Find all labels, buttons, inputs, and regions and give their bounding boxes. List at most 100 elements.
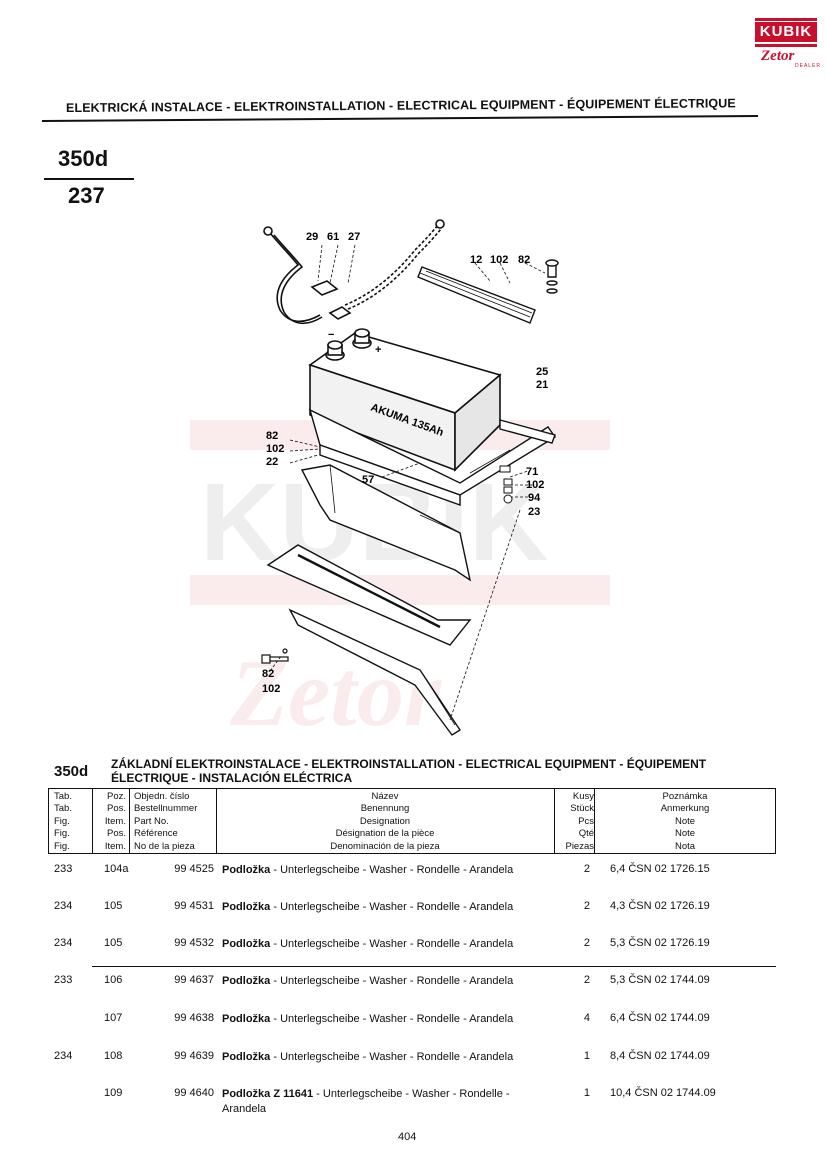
callout-12: 12 [470, 254, 482, 266]
row-note: 6,4 ČSN 02 1744.09 [610, 1012, 710, 1024]
page-number: 404 [398, 1131, 417, 1143]
header-bottom-rule [48, 853, 776, 854]
table-row: 234 105 99 4531 Podložka - Unterlegschei… [0, 900, 826, 936]
row-pos: 104a [104, 863, 129, 875]
header-cell: Tab. [54, 791, 72, 802]
row-tab: 234 [54, 937, 73, 949]
callout-82-left: 82 [266, 430, 278, 442]
row-part-number: 99 4532 [174, 937, 214, 949]
header-name-column: Název Benennung Designation Désignation … [218, 791, 552, 853]
row-name-bold: Podložka Z 11641 [222, 1088, 314, 1100]
row-note: 10,4 ČSN 02 1744.09 [610, 1087, 716, 1099]
callout-29: 29 [306, 231, 318, 243]
row-tab: 234 [54, 900, 73, 912]
header-cell: Note [674, 828, 696, 840]
header-pos-column: Poz. Pos. Item. Pos. Item. [102, 791, 126, 853]
section-title-line-1: ZÁKLADNÍ ELEKTROINSTALACE - ELEKTROINSTA… [111, 757, 707, 771]
row-name-rest: - Unterlegscheibe - Washer - Rondelle - … [270, 901, 514, 913]
row-description: Podložka - Unterlegscheibe - Washer - Ro… [222, 974, 542, 989]
row-description: Podložka - Unterlegscheibe - Washer - Ro… [222, 1050, 542, 1065]
header-cell: Nota [674, 840, 696, 852]
tab-number: 237 [68, 183, 105, 208]
row-divider [92, 966, 776, 967]
header-cell: Název [371, 791, 399, 802]
row-part-number: 99 4525 [174, 863, 214, 875]
battery [308, 328, 502, 472]
header-cell: Objedn. číslo [134, 791, 190, 802]
header-col-border [216, 788, 217, 854]
row-description: Podložka - Unterlegscheibe - Washer - Ro… [222, 900, 542, 915]
logo-sub-brand: Zetor [761, 48, 795, 64]
table-row: 109 99 4640 Podložka Z 11641 - Unterlegs… [0, 1087, 826, 1123]
row-name-bold: Podložka [222, 864, 271, 876]
section-title-line-2: ÉLECTRIQUE - INSTALACIÓN ELÉCTRICA [111, 771, 353, 785]
header-col-border [775, 788, 776, 854]
row-pos: 109 [104, 1087, 123, 1099]
row-qty: 4 [583, 1012, 590, 1024]
row-pos: 105 [104, 900, 123, 912]
logo-sub-caption: DEALER [795, 63, 822, 69]
exploded-diagram: KUBIK Zetor [170, 215, 640, 746]
row-name-rest: - Unterlegscheibe - Washer - Rondelle - … [222, 1088, 510, 1115]
logo-bar-bottom [755, 44, 817, 47]
row-tab: 233 [54, 863, 73, 875]
header-top-rule [48, 788, 776, 789]
header-cell: Part No. [134, 815, 169, 827]
leader-lines [269, 244, 546, 721]
header-qty-column: Kusy Stück Pcs Qté Piezas [554, 791, 594, 853]
header-cell: Fig. [54, 815, 70, 827]
row-description: Podložka - Unterlegscheibe - Washer - Ro… [222, 937, 542, 952]
row-description: Podložka Z 11641 - Unterlegscheibe - Was… [222, 1087, 542, 1117]
terminal-minus-label: − [328, 329, 334, 341]
row-part-number: 99 4531 [174, 900, 214, 912]
lower-bracket [300, 464, 472, 582]
header-cell: Benennung [360, 803, 410, 815]
battery-tray [308, 408, 557, 506]
callout-102: 102 [490, 254, 508, 266]
svg-text:Zetor: Zetor [229, 640, 442, 740]
row-name-bold: Podložka [222, 1051, 271, 1063]
table-row: 107 99 4638 Podložka - Unterlegscheibe -… [0, 1012, 826, 1048]
header-col-border [129, 788, 130, 854]
row-qty: 2 [583, 900, 590, 912]
header-cell: Désignation de la pièce [335, 828, 435, 840]
header-cell: Item. [104, 815, 126, 827]
callout-102-right: 102 [526, 479, 544, 491]
row-qty: 2 [583, 974, 590, 986]
header-cell: Fig. [54, 840, 70, 852]
header-col-border [48, 788, 49, 854]
diagram-drawing: KUBIK Zetor [190, 219, 610, 746]
header-cell: Bestellnummer [134, 803, 198, 815]
parts-table-header: Tab. Tab. Fig. Fig. Fig. Poz. Pos. Item.… [48, 788, 776, 854]
row-part-number: 99 4639 [174, 1050, 214, 1062]
row-note: 4,3 ČSN 02 1726.19 [610, 900, 710, 912]
callout-102-left: 102 [266, 443, 284, 455]
row-name-bold: Podložka [222, 1013, 271, 1025]
row-qty: 2 [583, 863, 590, 875]
row-qty: 1 [583, 1050, 590, 1062]
logo-brand: KUBIK [755, 22, 817, 42]
row-name-bold: Podložka [222, 975, 271, 987]
callout-61: 61 [327, 231, 339, 243]
row-note: 6,4 ČSN 02 1726.15 [610, 863, 710, 875]
header-cell: Poz. [106, 791, 126, 802]
callout-27: 27 [348, 231, 360, 243]
row-name-rest: - Unterlegscheibe - Washer - Rondelle - … [270, 975, 514, 987]
page-header-title: ELEKTRICKÁ INSTALACE - ELEKTROINSTALLATI… [65, 96, 736, 115]
small-hardware [499, 465, 513, 504]
header-cell: Pos. [106, 803, 126, 815]
row-note: 5,3 ČSN 02 1744.09 [610, 974, 710, 986]
row-pos: 106 [104, 974, 123, 986]
header-cell: Pos. [106, 828, 126, 840]
row-name-bold: Podložka [222, 938, 271, 950]
row-note: 8,4 ČSN 02 1744.09 [610, 1050, 710, 1062]
header-cell: Item. [104, 840, 126, 852]
callout-57: 57 [362, 474, 374, 486]
header-cell: Fig. [54, 828, 70, 840]
header-col-border [594, 788, 595, 854]
header-cell: Denominación de la pieza [330, 840, 440, 852]
row-pos: 108 [104, 1050, 123, 1062]
watermark-graphic: KUBIK Zetor [190, 420, 610, 746]
row-name-rest: - Unterlegscheibe - Washer - Rondelle - … [270, 864, 514, 876]
header-cell: Designation [359, 815, 411, 827]
